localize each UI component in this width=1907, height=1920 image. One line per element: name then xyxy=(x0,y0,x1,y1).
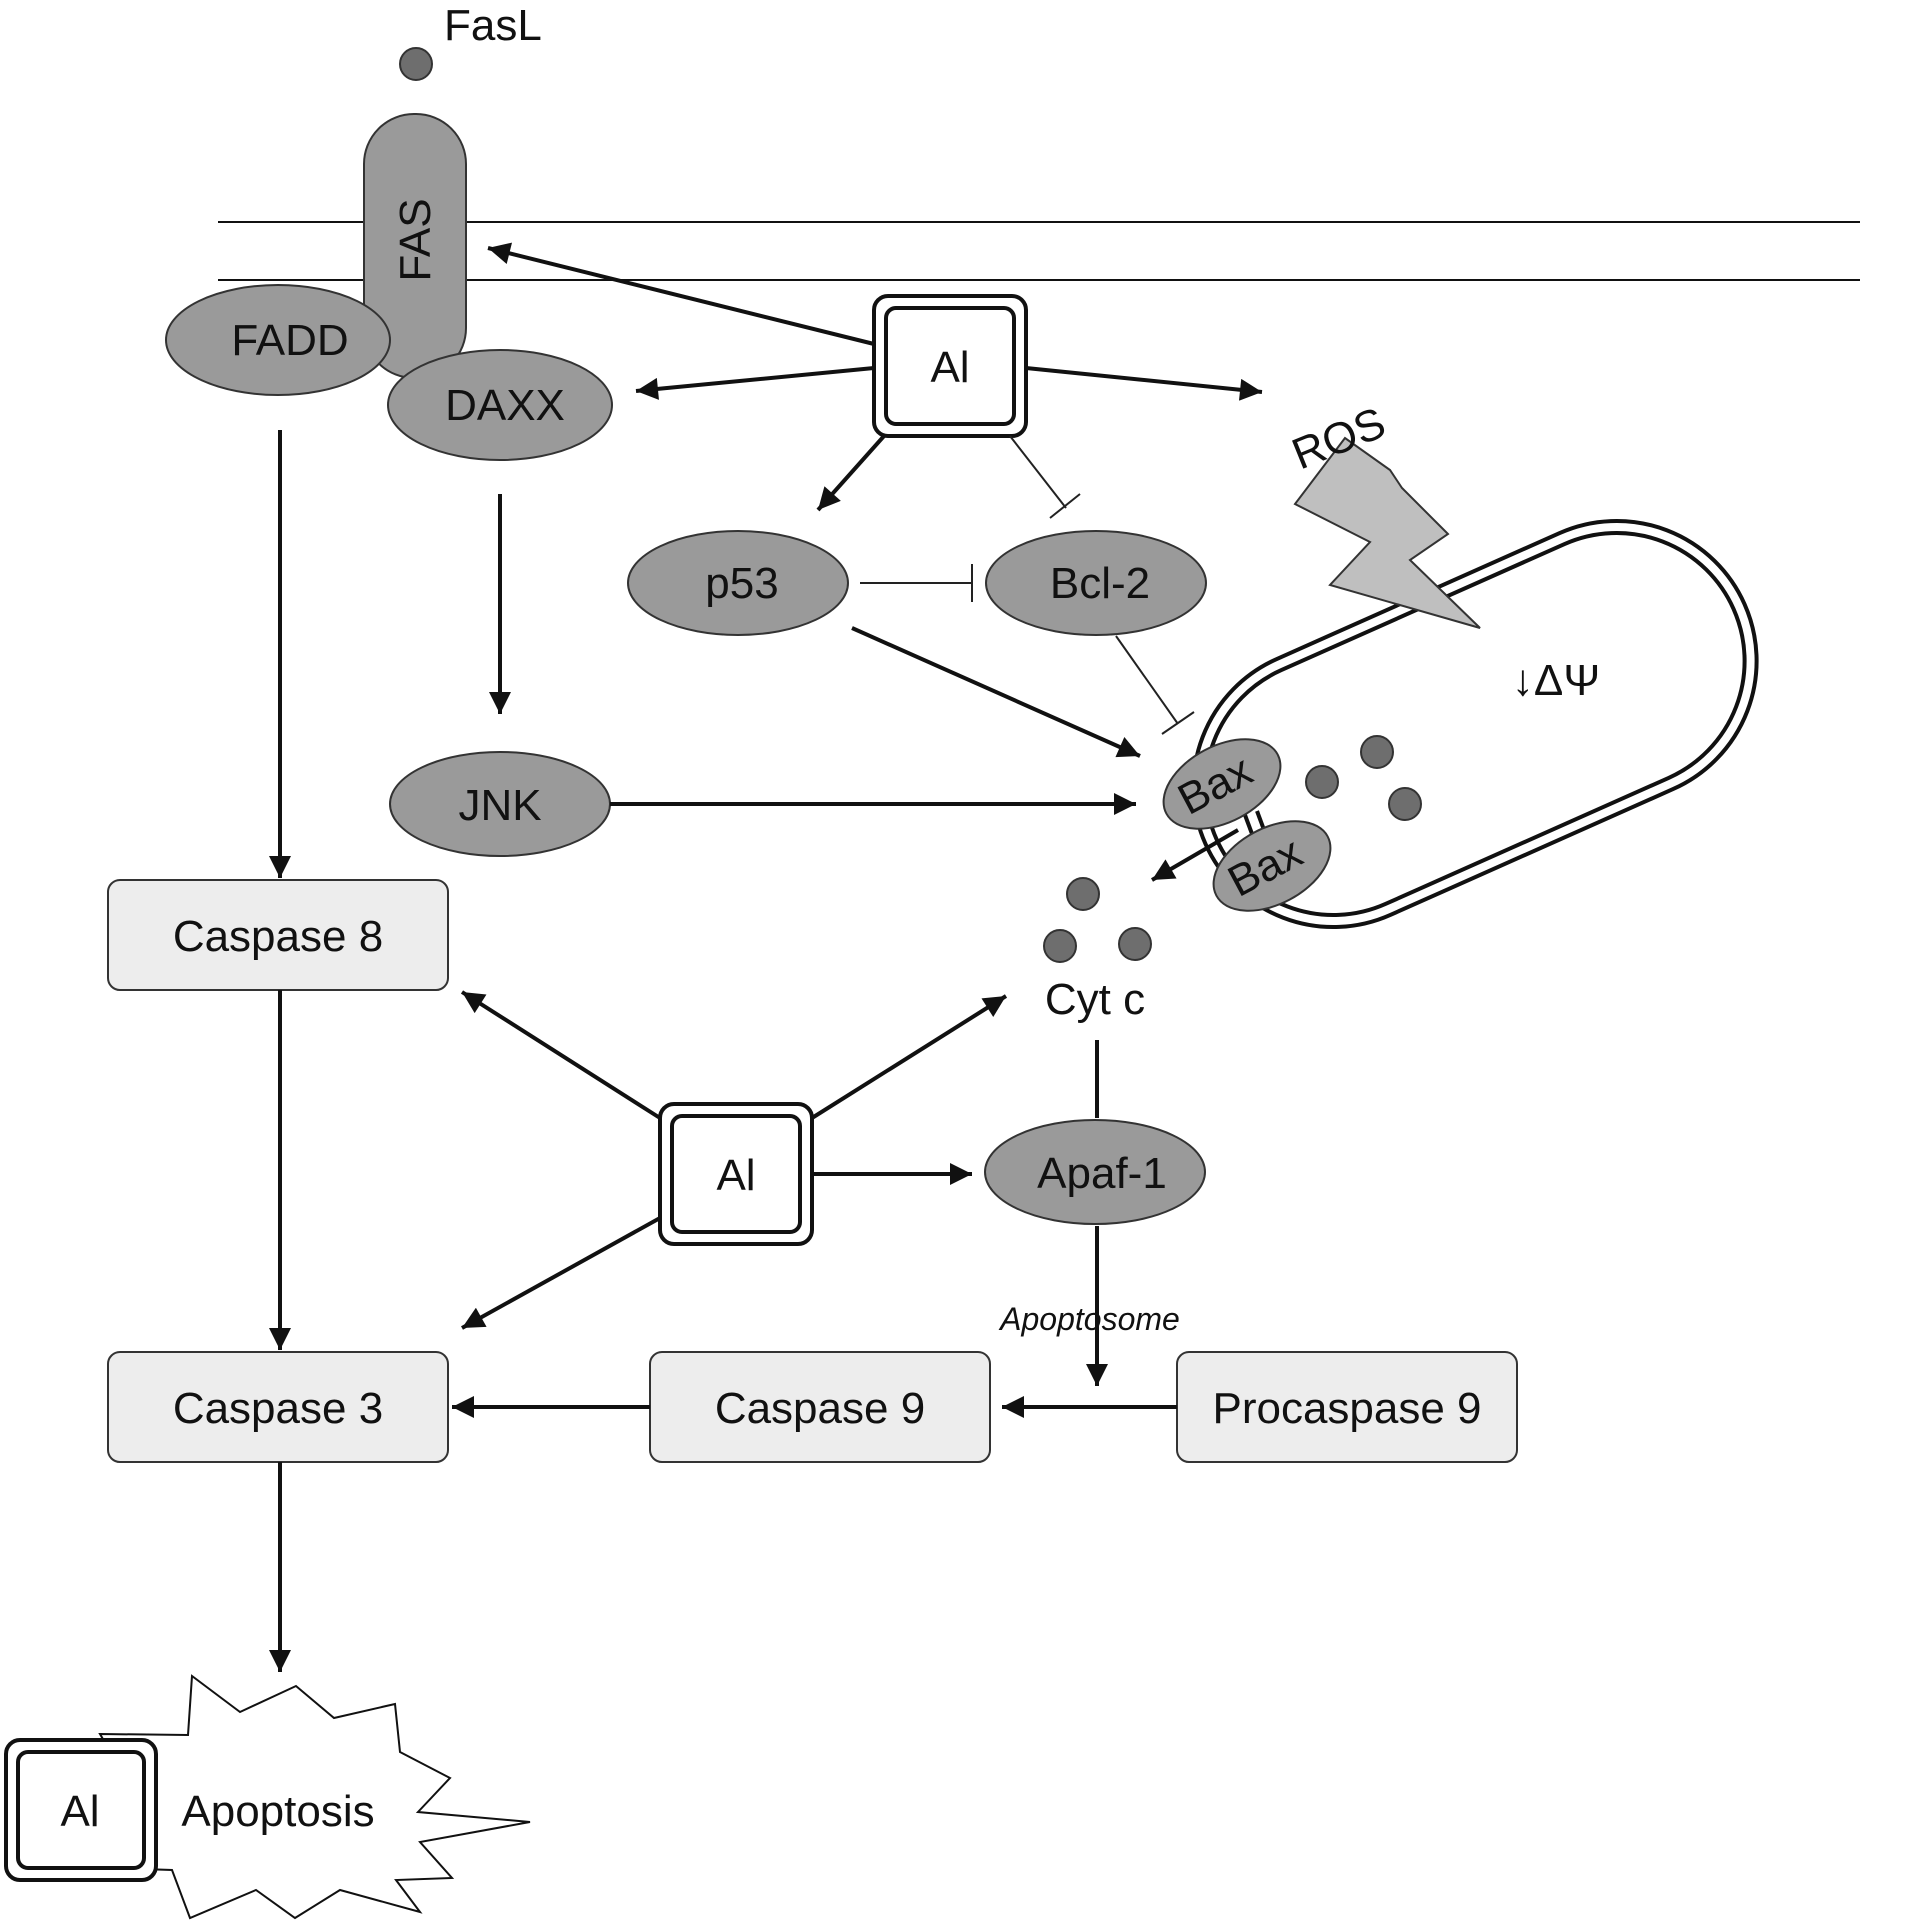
bcl2-label: Bcl-2 xyxy=(1050,559,1150,608)
arrow-al-to-fas xyxy=(487,242,875,346)
al-label-middle: Al xyxy=(716,1151,755,1200)
caspase9-label: Caspase 9 xyxy=(715,1384,925,1433)
al-label-bottom: Al xyxy=(60,1787,99,1836)
daxx-label: DAXX xyxy=(445,381,565,430)
inhibit-al-to-bcl2 xyxy=(1009,435,1067,509)
arrow-al-to-p53 xyxy=(816,434,886,512)
arrow-p53-to-bax xyxy=(851,626,1141,758)
al-box-top-inner xyxy=(884,306,1016,426)
al-box-middle-inner xyxy=(670,1114,802,1234)
procaspase9-label: Procaspase 9 xyxy=(1212,1384,1481,1433)
cyt-c-released-dot xyxy=(1118,927,1152,961)
delta-psi-label: ↓ΔΨ xyxy=(1512,656,1600,705)
arrow-al-to-ros xyxy=(1025,366,1263,401)
fasl-label: FasL xyxy=(444,1,542,50)
arrow-al-to-daxx xyxy=(635,366,875,400)
arrow-al-to-cytc xyxy=(810,994,1008,1120)
cyt-c-released-dot xyxy=(1066,877,1100,911)
activation-arrows xyxy=(269,242,1263,1672)
fadd-label: FADD xyxy=(231,316,348,365)
ros-lightning-icon xyxy=(1293,436,1481,629)
inhibit-al-to-bcl2-bar xyxy=(1049,493,1081,519)
fadd-node xyxy=(165,284,391,396)
arrow-bax-to-cytc xyxy=(1150,828,1240,882)
fasl-ligand xyxy=(399,47,433,81)
caspase3-label: Caspase 3 xyxy=(173,1384,383,1433)
apaf1-node xyxy=(984,1119,1206,1225)
arrow-al-to-caspase3 xyxy=(461,1216,661,1330)
inhibit-bcl2-to-bax-bar xyxy=(1161,711,1195,735)
inhibit-bcl2-to-bax xyxy=(1115,635,1179,725)
al-label-top: Al xyxy=(930,343,969,392)
cyt-c-dot xyxy=(1305,765,1339,799)
fas-label: FAS xyxy=(391,198,440,281)
apoptosome-label: Apoptosome xyxy=(998,1301,1180,1337)
bcl2-node xyxy=(985,530,1207,636)
jnk-label: JNK xyxy=(458,781,541,830)
p53-node xyxy=(627,530,849,636)
apaf1-label: Apaf-1 xyxy=(1037,1149,1167,1198)
mitochondrion xyxy=(1191,518,1759,930)
cyt-c-released-dot xyxy=(1043,929,1077,963)
al-box-bottom-inner xyxy=(16,1750,146,1870)
apoptosis-label: Apoptosis xyxy=(181,1787,374,1836)
inhibition-edges xyxy=(860,435,1195,735)
bax-node-bottom xyxy=(1212,820,1332,912)
daxx-node xyxy=(387,349,613,461)
cyt-c-dot xyxy=(1360,735,1394,769)
cyt-c-label: Cyt c xyxy=(1045,975,1145,1024)
caspase8-label: Caspase 8 xyxy=(173,912,383,961)
p53-label: p53 xyxy=(705,559,778,608)
bax-node-top xyxy=(1162,738,1282,830)
cyt-c-dot xyxy=(1388,787,1422,821)
arrow-al-to-caspase8 xyxy=(460,990,662,1120)
